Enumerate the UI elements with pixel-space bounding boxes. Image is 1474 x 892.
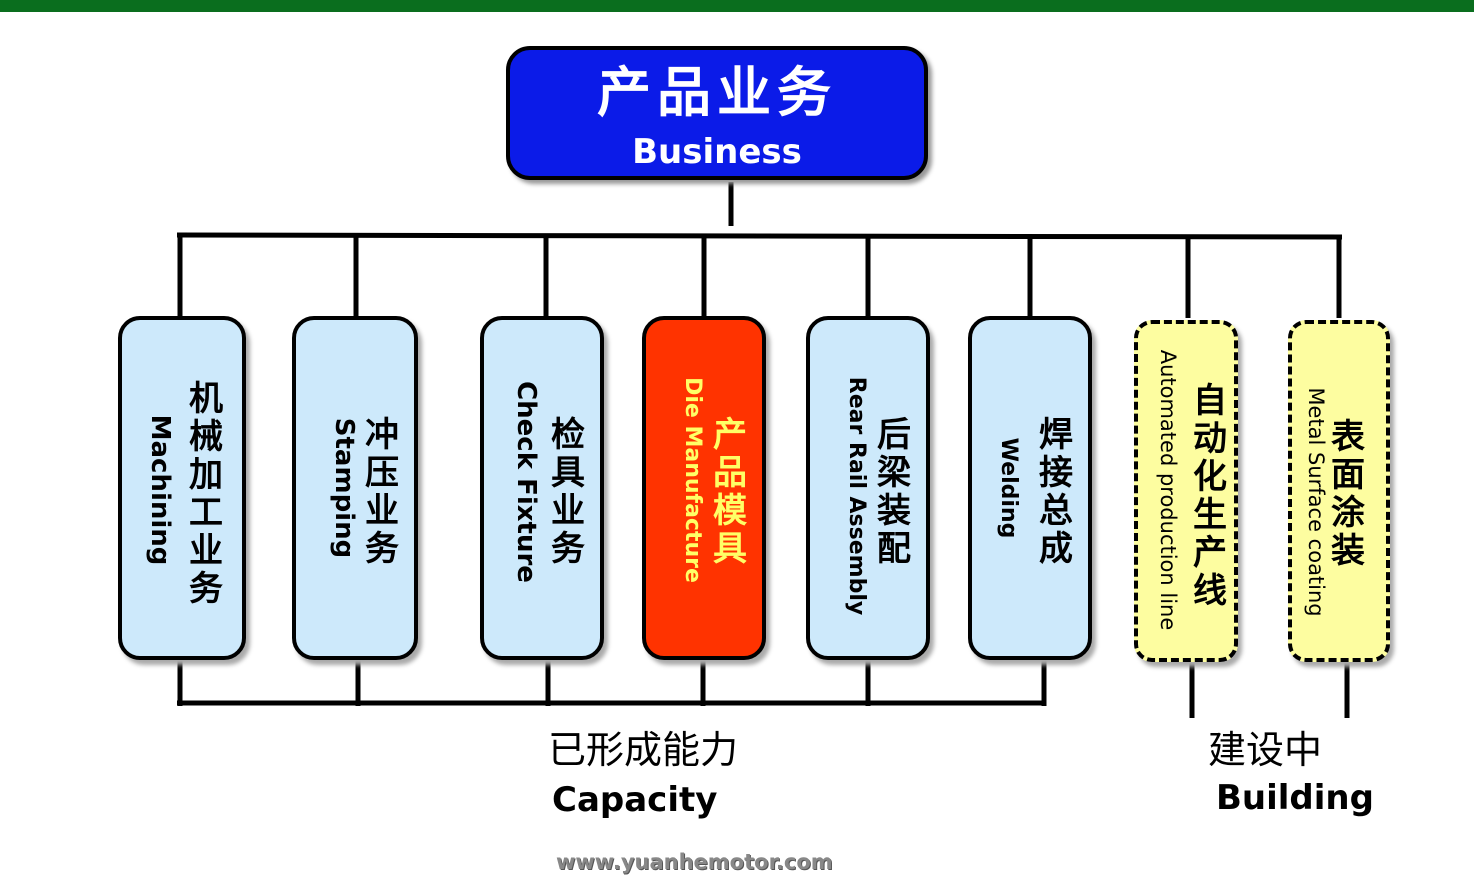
unit-check-fixture: Check Fixture 检具业务 <box>480 316 604 660</box>
top-accent-bar <box>0 0 1474 12</box>
building-caption-zh: 建设中 <box>1208 728 1323 772</box>
website-footer: www.yuanhemotor.com <box>556 850 833 874</box>
business-root-node: 产品业务 Business <box>506 46 928 180</box>
unit-welding: Welding 焊接总成 <box>968 316 1092 660</box>
root-title-en: Business <box>632 132 802 172</box>
unit-automated-production-line-en: Automated production line <box>1156 349 1180 631</box>
unit-metal-surface-coating: Metal Surface coating 表面涂装 <box>1288 320 1390 662</box>
unit-die-manufacture-en: Die Manufacture <box>680 377 705 583</box>
capacity-caption-en: Capacity <box>552 780 718 820</box>
unit-metal-surface-coating-en: Metal Surface coating <box>1304 387 1328 617</box>
unit-stamping-zh: 冲压业务 <box>365 415 399 569</box>
unit-machining-en: Machining <box>145 414 175 566</box>
building-caption-en: Building <box>1216 778 1374 818</box>
unit-automated-production-line: Automated production line 自动化生产线 <box>1134 320 1238 662</box>
unit-die-manufacture: Die Manufacture 产品模具 <box>642 316 766 660</box>
unit-stamping-en: Stamping <box>329 417 359 559</box>
unit-metal-surface-coating-zh: 表面涂装 <box>1331 417 1365 571</box>
unit-check-fixture-en: Check Fixture <box>511 381 541 583</box>
unit-machining: Machining 机械加工业务 <box>118 316 246 660</box>
unit-stamping: Stamping 冲压业务 <box>292 316 418 660</box>
capacity-caption-zh: 已形成能力 <box>548 728 739 772</box>
unit-rear-rail-assembly-zh: 后梁装配 <box>877 415 911 569</box>
unit-rear-rail-assembly: Rear Rail Assembly 后梁装配 <box>806 316 930 660</box>
unit-die-manufacture-zh: 产品模具 <box>713 415 747 569</box>
root-title-zh: 产品业务 <box>597 60 837 124</box>
unit-automated-production-line-zh: 自动化生产线 <box>1193 381 1227 611</box>
unit-check-fixture-zh: 检具业务 <box>551 415 585 569</box>
unit-machining-zh: 机械加工业务 <box>189 379 223 609</box>
unit-welding-zh: 焊接总成 <box>1039 415 1073 569</box>
unit-rear-rail-assembly-en: Rear Rail Assembly <box>844 376 869 616</box>
unit-welding-en: Welding <box>996 437 1021 539</box>
